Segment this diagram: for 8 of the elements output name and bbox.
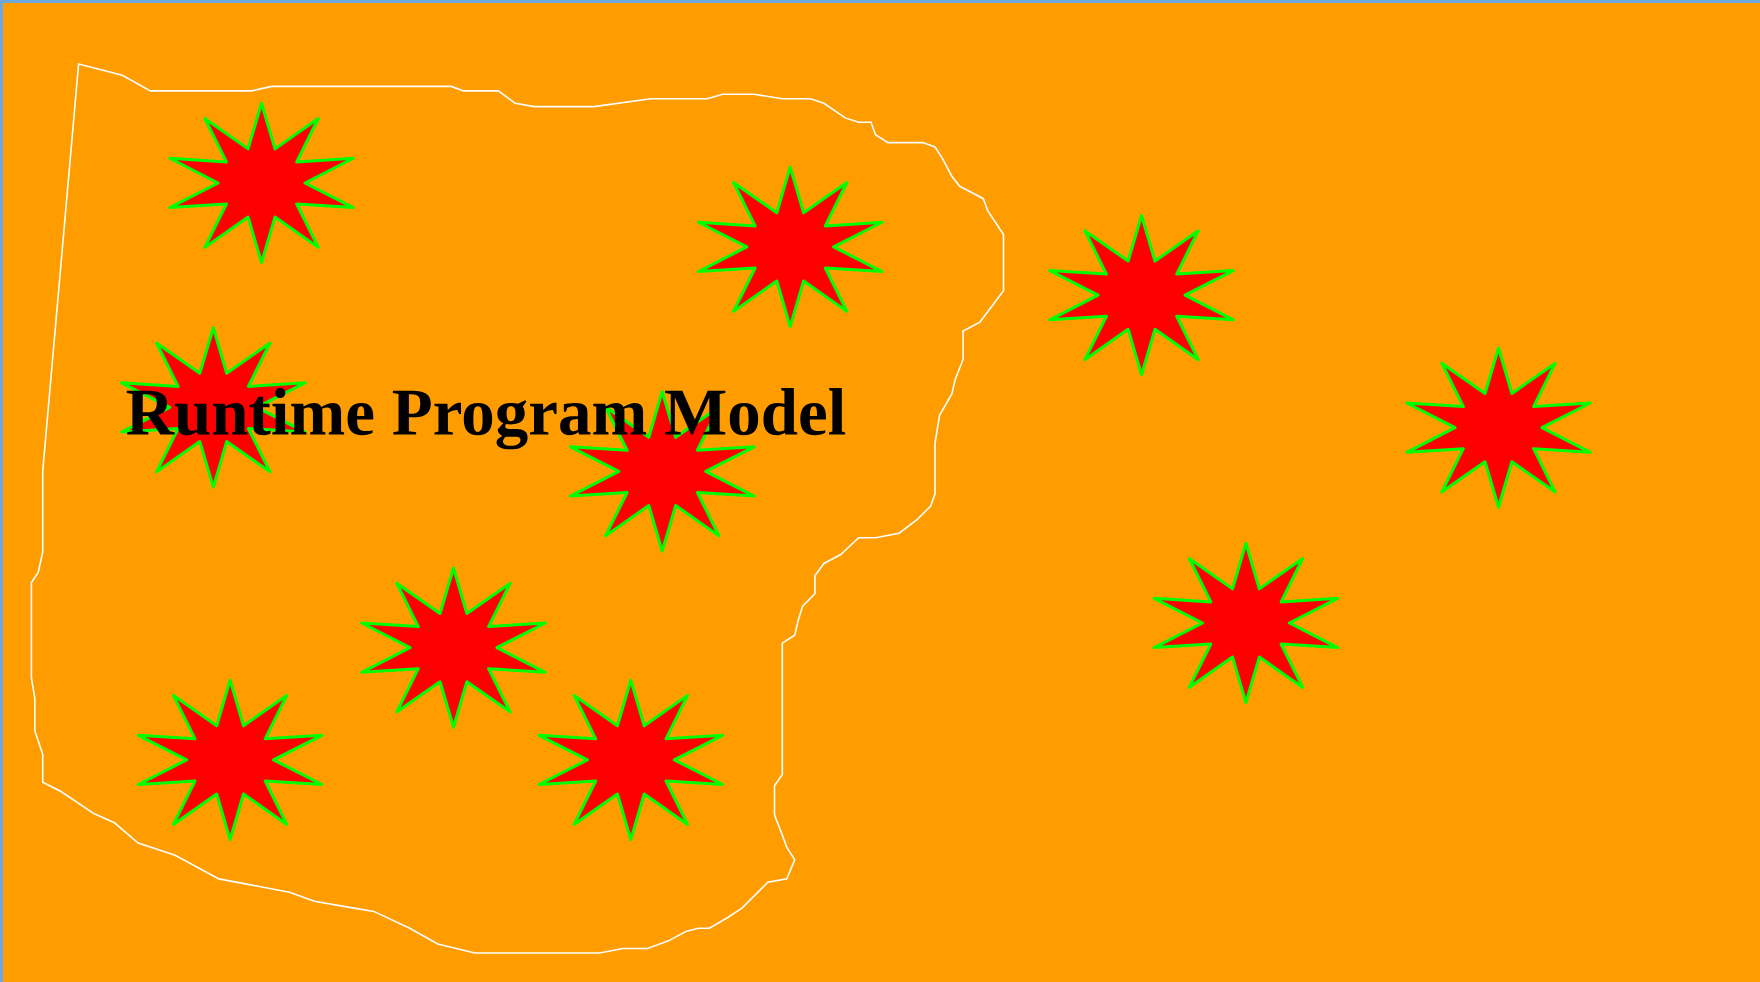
star-shape	[537, 678, 725, 842]
star-shape	[1048, 214, 1235, 377]
star-shape	[1405, 346, 1592, 509]
star-shape	[696, 165, 884, 329]
star-shape	[168, 101, 355, 265]
star-shape	[1152, 541, 1340, 705]
star-shape	[136, 678, 324, 842]
star-shape	[360, 566, 547, 729]
